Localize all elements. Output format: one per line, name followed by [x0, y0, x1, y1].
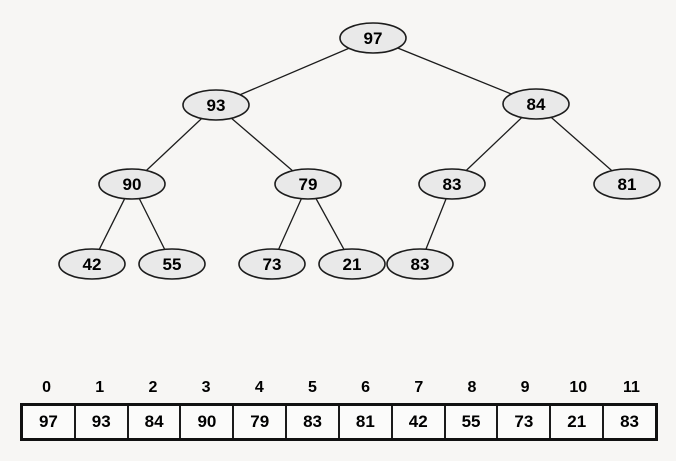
array-index-4: 4: [254, 379, 264, 396]
array-index-11: 11: [623, 379, 640, 396]
tree-node-93-label: 93: [207, 96, 226, 115]
array-cell-6: 81: [340, 406, 393, 438]
tree-edge-97-93: [215, 37, 374, 106]
tree-node-97-label: 97: [364, 29, 383, 48]
tree-edge-97-84: [372, 37, 537, 105]
tree-node-84-label: 84: [527, 95, 546, 114]
tree-node-84: 84: [502, 88, 570, 120]
tree-node-73: 73: [238, 248, 306, 280]
tree-node-90: 90: [98, 168, 166, 200]
array-index-3: 3: [201, 379, 211, 396]
array-cell-8: 55: [446, 406, 499, 438]
array-cell-5: 83: [287, 406, 340, 438]
tree-node-83: 83: [418, 168, 486, 200]
array-index-10: 10: [569, 379, 588, 396]
tree-node-83-label: 83: [443, 175, 462, 194]
tree-node-21: 21: [318, 248, 386, 280]
tree-node-55-label: 55: [163, 255, 182, 274]
tree-node-83-leaf-label: 83: [411, 255, 430, 274]
tree-node-97: 97: [339, 22, 407, 54]
array-index-7: 7: [414, 379, 424, 396]
tree-node-79: 79: [274, 168, 342, 200]
array-cell-0: 97: [23, 406, 76, 438]
tree-node-55: 55: [138, 248, 206, 280]
tree-node-81-label: 81: [618, 175, 637, 194]
array-cell-10: 21: [551, 406, 605, 438]
array-cell-3: 90: [181, 406, 235, 438]
tree-node-42: 42: [58, 248, 126, 280]
array-cell-7: 42: [393, 406, 446, 438]
tree-node-42-label: 42: [83, 255, 102, 274]
tree-node-21-label: 21: [343, 255, 362, 274]
array-index-1: 1: [95, 379, 105, 396]
array-cell-2: 84: [129, 406, 182, 438]
tree-node-73-label: 73: [263, 255, 282, 274]
heap-array: 97 93 84 90 79 83 81 42 55 73 21 83: [20, 403, 658, 441]
array-index-5: 5: [307, 379, 317, 396]
heap-tree: 97 93 84 90 79 83 81 42: [58, 22, 661, 280]
array-index-2: 2: [148, 379, 158, 396]
tree-node-90-label: 90: [123, 175, 142, 194]
array-index-row: 0 1 2 3 4 5 6 7 8 9 10 11: [20, 378, 658, 398]
array-index-0: 0: [42, 379, 52, 396]
array-index-6: 6: [361, 379, 371, 396]
tree-node-79-label: 79: [299, 175, 318, 194]
tree-node-81: 81: [593, 168, 661, 200]
tree-node-83-leaf: 83: [386, 248, 454, 280]
array-cell-4: 79: [234, 406, 288, 438]
array-index-8: 8: [467, 379, 477, 396]
array-cell-9: 73: [498, 406, 552, 438]
array-cell-11: 83: [620, 412, 639, 431]
array-index-9: 9: [520, 379, 530, 396]
array-cell-1: 93: [76, 406, 129, 438]
tree-node-93: 93: [182, 89, 250, 121]
